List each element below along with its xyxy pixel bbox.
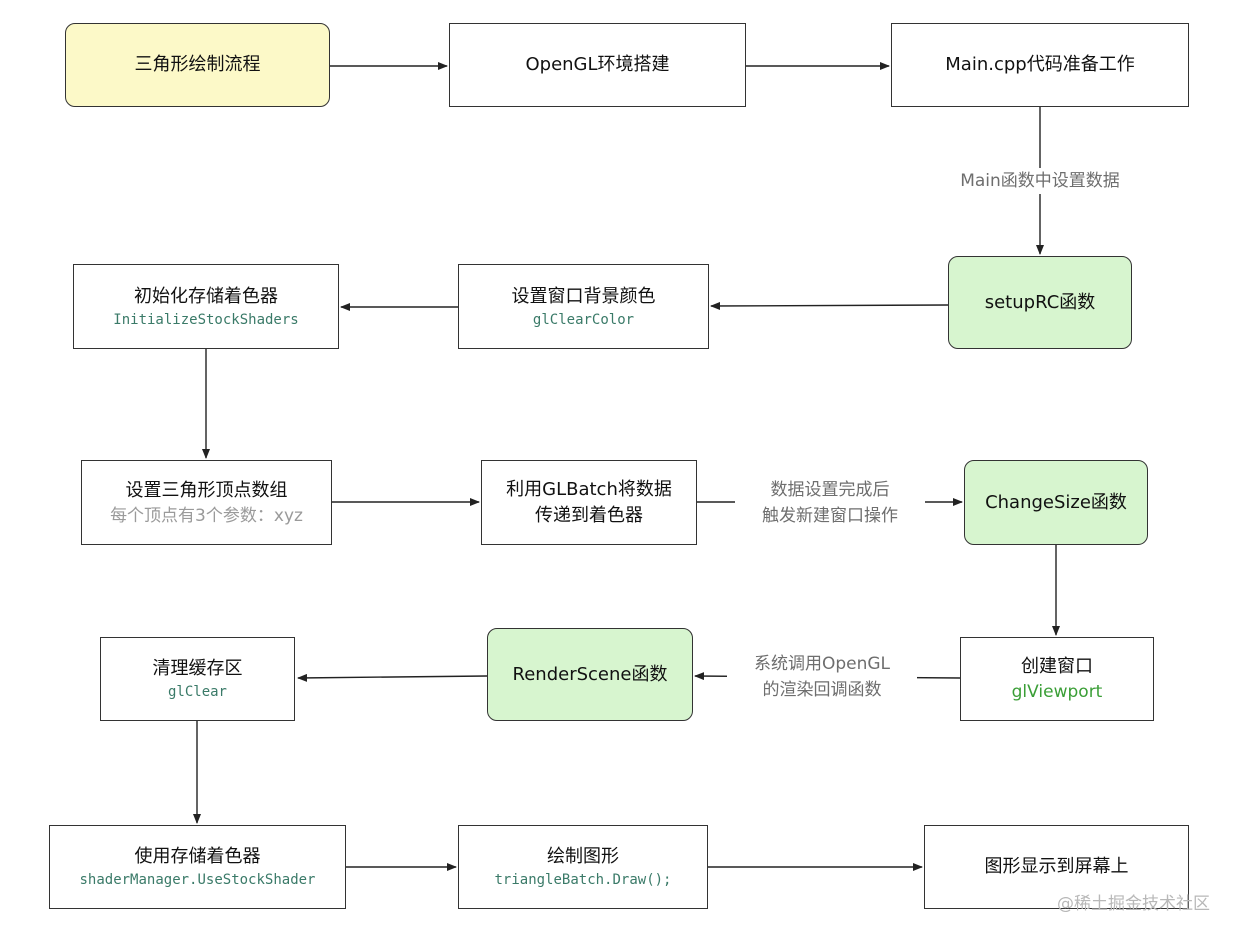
edge-label-line1: 系统调用OpenGL [753, 654, 891, 674]
node-code: glClear [167, 684, 227, 700]
edge-label-line2: 的渲染回调函数 [762, 680, 882, 700]
edge-label-line: Main函数中设置数据 [960, 171, 1120, 191]
node-code: shaderManager.UseStockShader [79, 872, 316, 888]
node-title: 创建窗口 [1021, 656, 1093, 677]
node-init-stock-shaders: 初始化存储着色器 InitializeStockShaders [73, 264, 339, 349]
node-title: OpenGL环境搭建 [525, 54, 670, 75]
node-opengl-setup: OpenGL环境搭建 [449, 23, 746, 107]
node-title: 使用存储着色器 [134, 846, 261, 867]
arrow-n11-n12 [297, 673, 488, 682]
node-code: glClearColor [532, 311, 635, 328]
node-display-on-screen: 图形显示到屏幕上 [924, 825, 1189, 909]
node-title: Main.cpp代码准备工作 [945, 54, 1135, 75]
node-set-clear-color: 设置窗口背景颜色 glClearColor [458, 264, 709, 349]
node-title: setupRC函数 [984, 291, 1096, 313]
edge-label-line1: 数据设置完成后 [770, 480, 890, 500]
node-changesize: ChangeSize函数 [964, 460, 1148, 545]
node-title-line2: 传递到着色器 [535, 504, 643, 526]
node-title: 绘制图形 [547, 846, 619, 867]
edge-label-main-set-data: Main函数中设置数据 [940, 168, 1140, 194]
watermark-text: @稀土掘金技术社区 [1057, 894, 1210, 914]
node-create-window: 创建窗口 glViewport [960, 637, 1154, 721]
node-title: 初始化存储着色器 [134, 285, 278, 307]
node-subtitle: 每个顶点有3个参数：xyz [110, 505, 303, 526]
node-title: 设置三角形顶点数组 [125, 479, 288, 501]
node-title: RenderScene函数 [512, 663, 668, 685]
node-setuprc: setupRC函数 [948, 256, 1132, 349]
node-draw-shape: 绘制图形 triangleBatch.Draw(); [458, 825, 708, 909]
node-title: ChangeSize函数 [985, 491, 1127, 513]
node-code: InitializeStockShaders [113, 311, 299, 328]
node-title: 设置窗口背景颜色 [511, 285, 656, 307]
node-title: 三角形绘制流程 [134, 54, 261, 75]
node-code: glViewport [1011, 682, 1103, 702]
node-main-cpp-prep: Main.cpp代码准备工作 [891, 23, 1189, 107]
node-title-line1: 利用GLBatch将数据 [506, 478, 672, 500]
edge-label-trigger-new-window: 数据设置完成后 触发新建窗口操作 [735, 477, 925, 529]
node-clear-buffer: 清理缓存区 glClear [100, 637, 295, 721]
edge-label-line2: 触发新建窗口操作 [762, 506, 898, 526]
arrow-n4-n5 [710, 301, 949, 310]
node-glbatch-transfer: 利用GLBatch将数据 传递到着色器 [481, 460, 697, 545]
node-renderscene: RenderScene函数 [487, 628, 693, 721]
node-title: 图形显示到屏幕上 [984, 856, 1129, 877]
node-triangle-drawing-flow: 三角形绘制流程 [65, 23, 330, 107]
edge-label-render-callback: 系统调用OpenGL 的渲染回调函数 [727, 651, 917, 703]
node-use-stock-shader: 使用存储着色器 shaderManager.UseStockShader [49, 825, 346, 909]
node-set-triangle-vertices: 设置三角形顶点数组 每个顶点有3个参数：xyz [81, 460, 332, 545]
node-code: triangleBatch.Draw(); [494, 872, 672, 888]
node-title: 清理缓存区 [152, 658, 243, 679]
